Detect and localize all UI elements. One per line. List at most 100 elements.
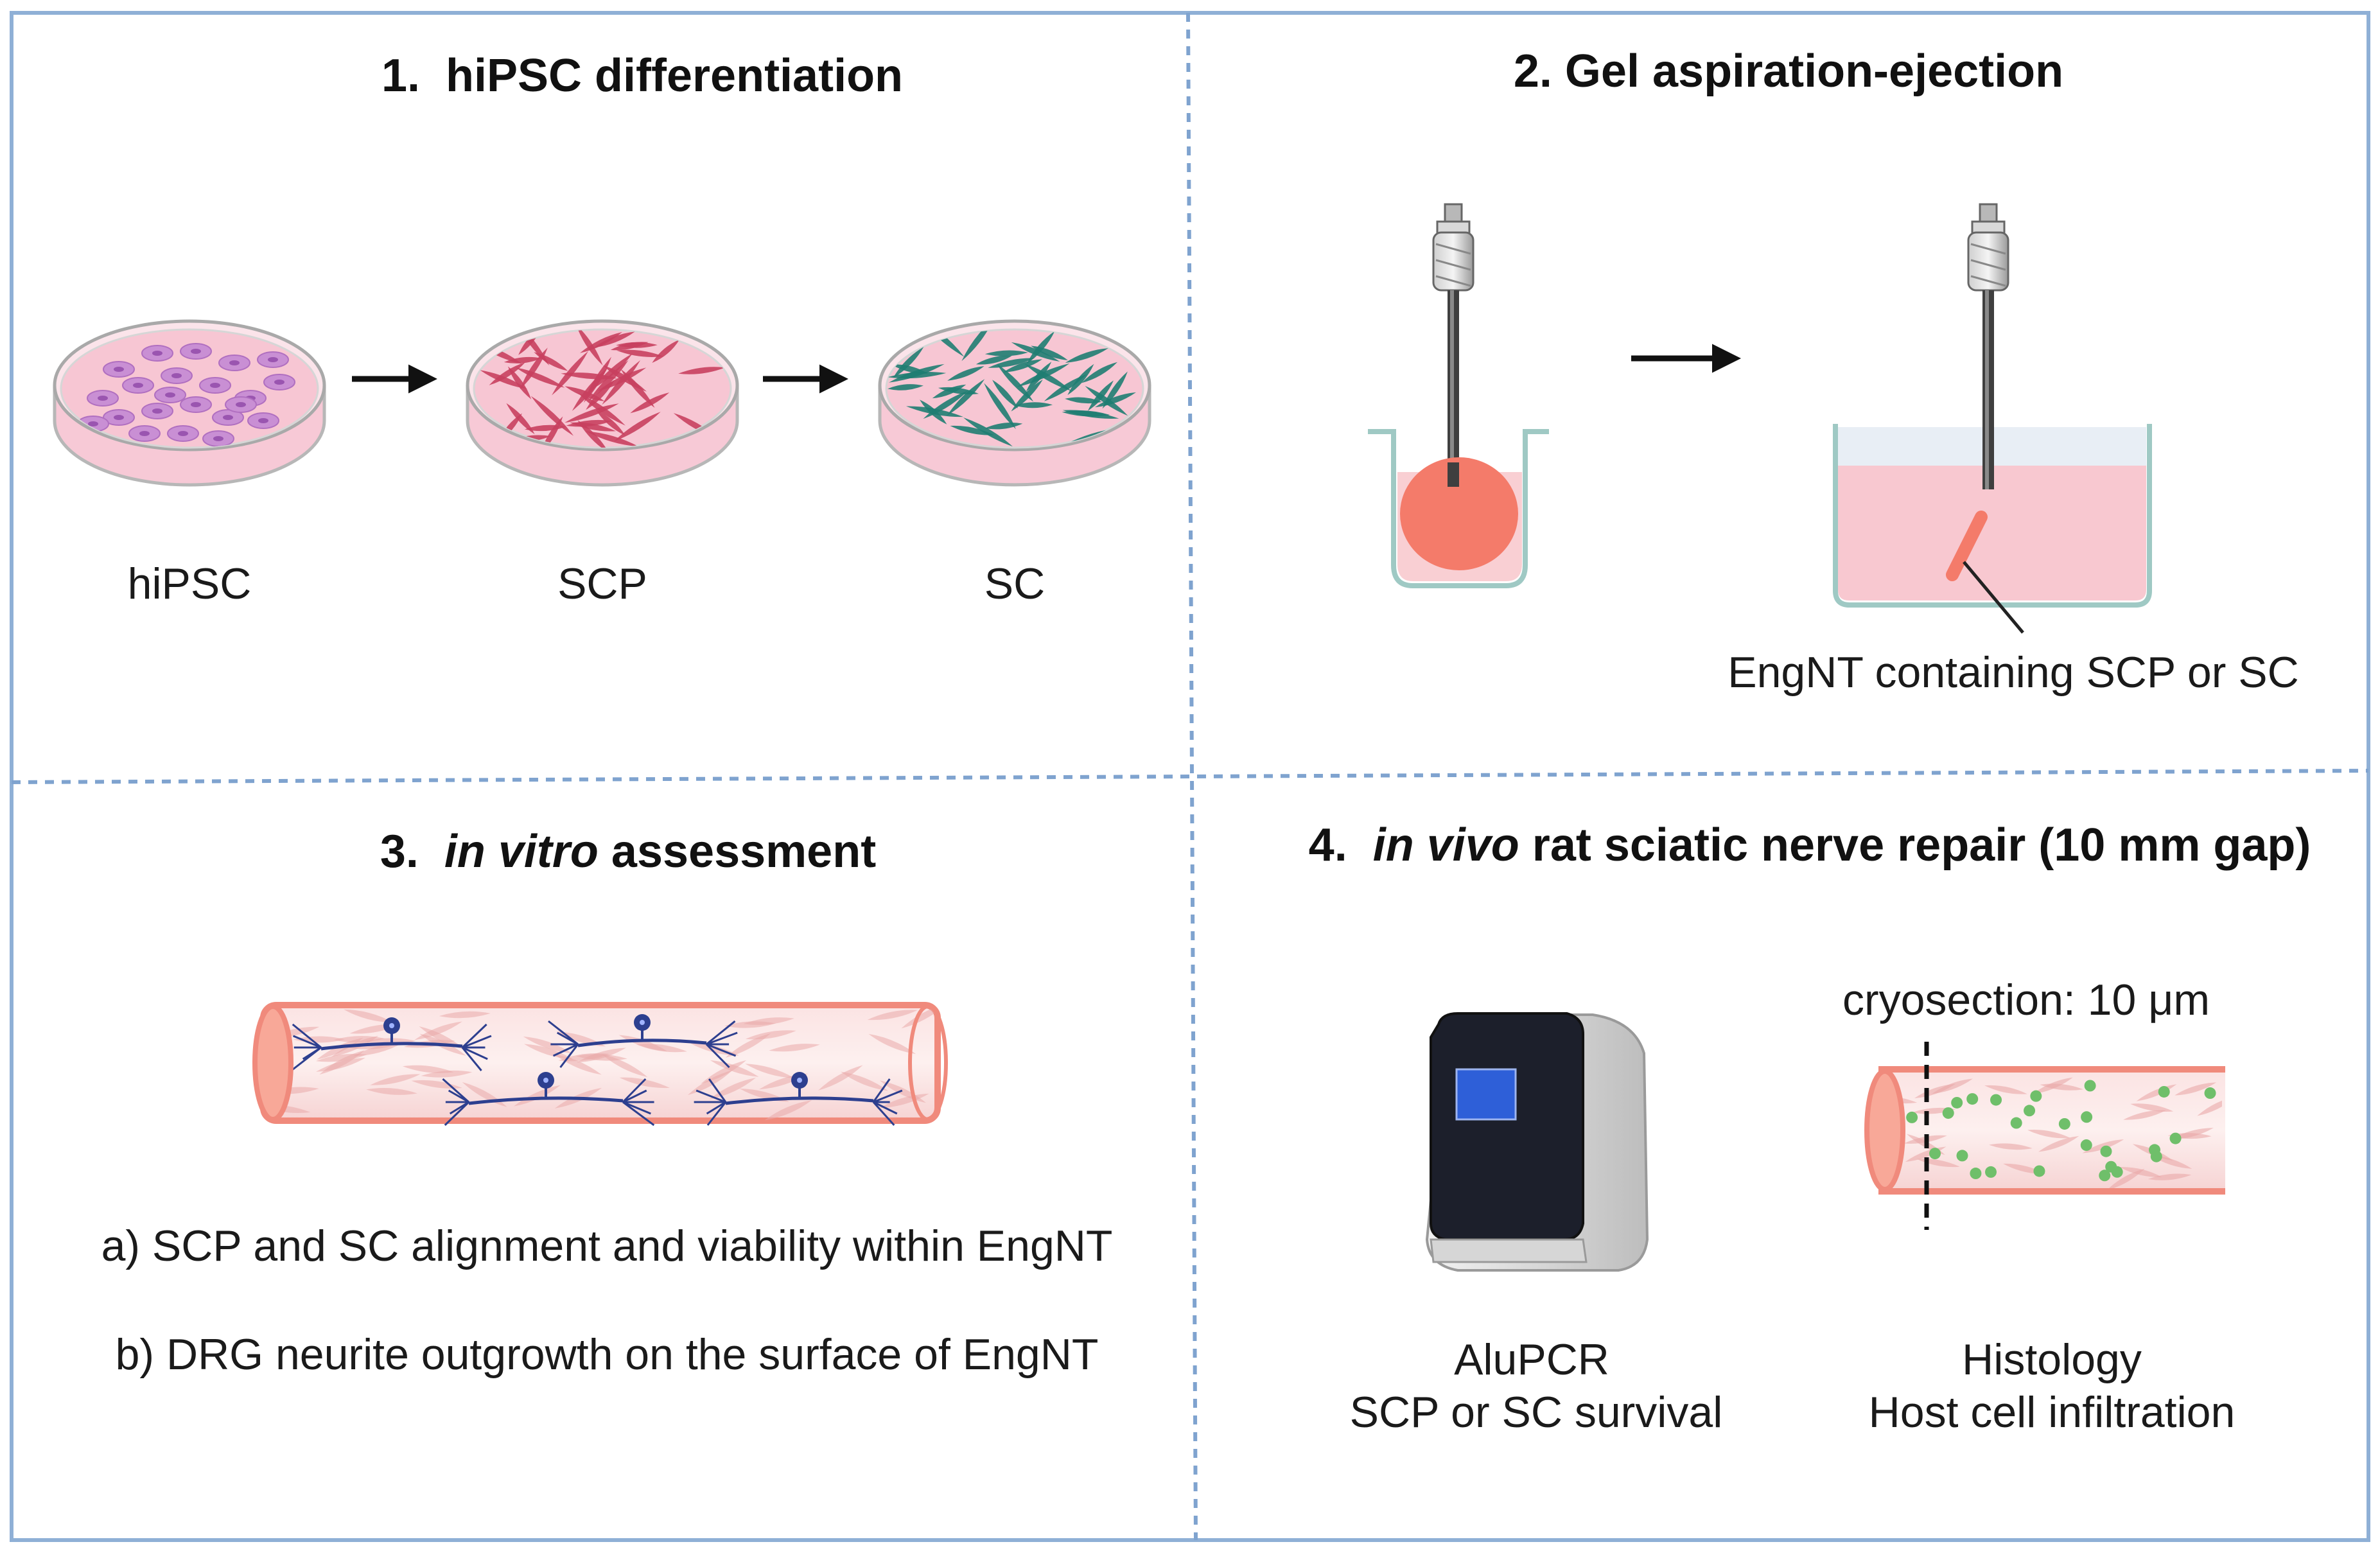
tube-end-right: [908, 1004, 948, 1121]
pcr-machine-icon: [1425, 1012, 1649, 1272]
petri-dish-hipsc: [53, 319, 326, 487]
tube-cell: [618, 1035, 668, 1052]
host-cell-dot: [2169, 1132, 2182, 1144]
pcr-label-2: SCP or SC survival: [1350, 1388, 1723, 1437]
tube-end-left-vivo: [1864, 1069, 1905, 1192]
tube-cell: [868, 1033, 916, 1055]
host-cell-dot: [2058, 1117, 2070, 1130]
scp-cell: [503, 356, 542, 364]
scp-cell: [652, 339, 680, 363]
petri-dish-scp: [466, 319, 739, 487]
panel-4-title: 4. in vivo rat sciatic nerve repair (10 …: [1309, 819, 2311, 871]
neurite-branch: [448, 1089, 469, 1103]
ipsc-colony: [154, 387, 186, 403]
tube-cell: [462, 1082, 507, 1107]
bath-large: [1833, 290, 2152, 634]
scp-cell: [620, 369, 655, 408]
neurite-branch: [706, 1101, 726, 1115]
sc-cell: [1065, 348, 1108, 363]
sc-cell: [992, 380, 1019, 408]
ipsc-colony: [225, 396, 257, 413]
scp-cell: [506, 403, 535, 435]
neuron-nucleus: [389, 1023, 394, 1028]
drg-neuron: [694, 1072, 903, 1126]
host-cell-dot: [1985, 1166, 1997, 1178]
ipsc-colony: [218, 355, 250, 371]
ipsc-colony: [161, 367, 193, 384]
tube-cell: [523, 1036, 572, 1053]
neurite-branch: [442, 1078, 469, 1103]
tube-cell: [725, 1033, 771, 1058]
ipsc-colony-nucleus: [114, 367, 124, 372]
scp-cell: [564, 386, 605, 401]
ipsc-colony-nucleus: [171, 373, 182, 378]
host-cell-dot: [1956, 1150, 1968, 1162]
histology-label-2: Host cell infiltration: [1869, 1388, 2236, 1437]
host-cell-dot: [1929, 1148, 1941, 1160]
host-cell-dot: [1951, 1096, 1963, 1108]
neurite-branch: [705, 1043, 730, 1069]
scp-cell: [520, 347, 548, 389]
ipsc-colony-nucleus: [98, 396, 108, 401]
host-tissue-cell: [1989, 1143, 2033, 1150]
tube-cell: [769, 1044, 820, 1052]
sc-cell: [984, 383, 1016, 430]
tube-cell: [743, 1017, 794, 1025]
drg-neuron: [290, 1017, 492, 1072]
host-cell-dot: [2081, 1111, 2093, 1123]
neurite-branch: [292, 1023, 322, 1049]
tube-cells: [263, 1005, 938, 1121]
ipsc-colony: [103, 361, 135, 378]
scp-cell: [588, 360, 629, 401]
engnt-tube-in-vitro: [252, 1002, 948, 1126]
neurite-branch: [293, 1035, 322, 1049]
tube-cell: [818, 1065, 863, 1091]
neurite-branch: [706, 1031, 738, 1046]
tube-cell: [879, 1080, 926, 1103]
ipsc-colony-nucleus: [152, 408, 162, 414]
neurite-branch: [444, 1101, 470, 1126]
ipsc-colony-nucleus: [223, 415, 233, 420]
neurite-branch: [548, 1020, 579, 1046]
scp-cell: [480, 370, 528, 389]
tube-cell: [701, 1060, 747, 1084]
neurite-branch: [461, 1047, 482, 1071]
host-cell-dot: [1970, 1168, 1982, 1180]
ipsc-colony-nucleus: [178, 431, 188, 436]
neurite-branch: [462, 1035, 492, 1049]
ipsc-colony: [87, 390, 119, 407]
sc-cells: [887, 329, 1136, 447]
ipsc-colony-nucleus: [152, 351, 162, 356]
ipsc-colony-nucleus: [133, 383, 143, 388]
ipsc-colony-nucleus: [274, 380, 284, 385]
neurite-branch: [622, 1078, 647, 1103]
host-cell-dot: [2024, 1105, 2036, 1117]
sc-cell: [1011, 379, 1043, 412]
panel-2: 2. Gel aspiration-ejection: [1368, 46, 2299, 697]
scp-cell: [586, 431, 639, 447]
tube-cell: [879, 1093, 929, 1108]
neurite-axon: [577, 1038, 707, 1047]
panel-1: 1. hiPSC differentiation hiPSC SCP: [53, 50, 1151, 608]
neurite-branch: [622, 1101, 651, 1115]
syringe-aspiration: [1432, 203, 1474, 483]
neurite-branch: [872, 1078, 891, 1103]
neurite-branch: [706, 1101, 727, 1126]
panel-2-title: 2. Gel aspiration-ejection: [1514, 46, 2063, 97]
drg-neuron: [548, 1014, 738, 1069]
tube-cell: [366, 1087, 417, 1095]
horizontal-divider: [11, 769, 2369, 784]
sc-cell: [1081, 362, 1118, 383]
tube-cell: [421, 1070, 473, 1078]
tube-cell: [414, 1021, 462, 1040]
panel-4: 4. in vivo rat sciatic nerve repair (10 …: [1309, 819, 2311, 1437]
host-tissue-cell: [2032, 1077, 2073, 1094]
tube-cell: [411, 1080, 462, 1089]
host-cell-dot: [1966, 1093, 1979, 1105]
tube-cell: [764, 1100, 812, 1121]
tube-cell: [353, 1042, 403, 1056]
scp-cell: [489, 362, 525, 385]
callout-line: [1963, 561, 2024, 634]
petri-dish-sc: [878, 319, 1151, 487]
